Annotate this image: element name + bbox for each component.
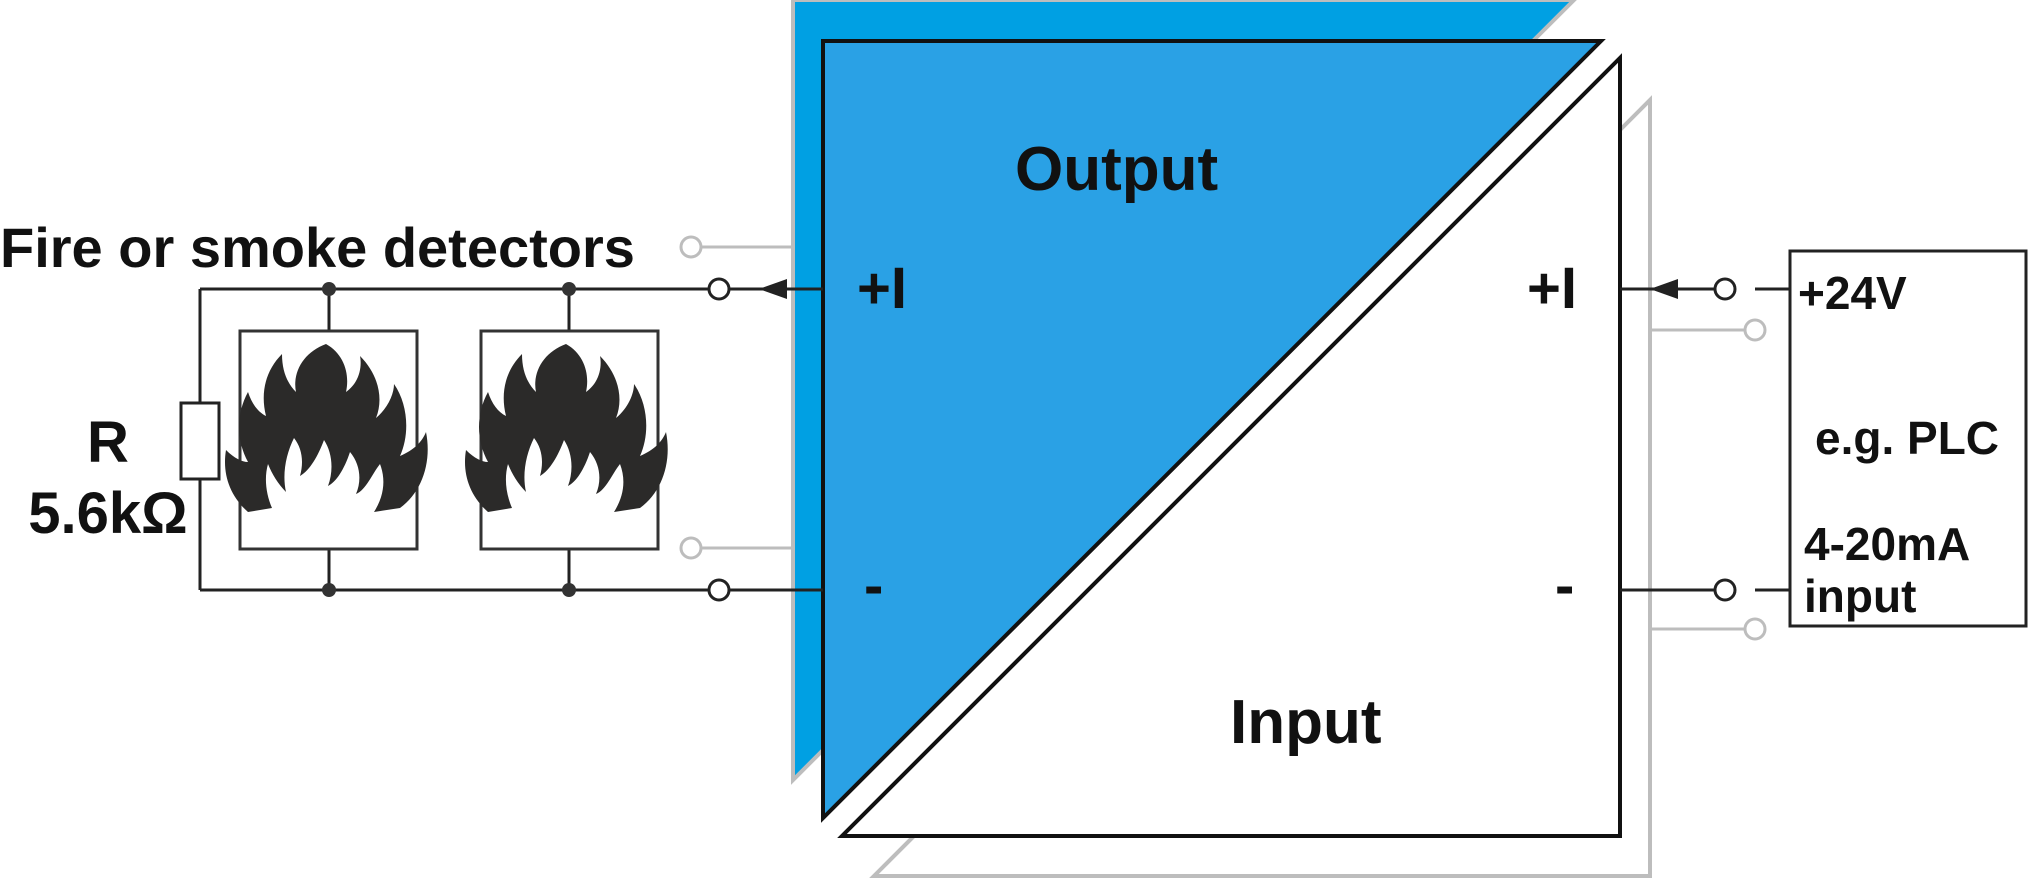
plc-box	[1788, 249, 2028, 628]
output-label: Output	[1015, 135, 1218, 204]
input-plus-label: +I	[1527, 256, 1577, 321]
input-plus-arrow	[1650, 279, 1678, 299]
input-module	[837, 53, 1622, 838]
supply-label: +24V	[1798, 267, 1907, 319]
resistor-value: 5.6kΩ	[28, 481, 187, 546]
resistor	[179, 401, 221, 481]
input-minus-terminal[interactable]	[1713, 578, 1737, 602]
input-plus-terminal[interactable]	[1713, 277, 1737, 301]
ghost-terminals-right	[1650, 318, 1767, 641]
output-module	[821, 39, 1606, 823]
output-plus-terminal[interactable]	[707, 277, 731, 301]
plc-label: e.g. PLC	[1815, 412, 1999, 464]
junction-dots	[322, 282, 576, 597]
input-label: Input	[1230, 688, 1382, 757]
output-plus-arrow	[759, 279, 787, 299]
output-wiring	[198, 287, 823, 592]
plc-input-label-1: 4-20mA	[1804, 518, 1970, 570]
output-plus-label: +I	[857, 256, 907, 321]
output-minus-label: -	[864, 553, 883, 618]
resistor-name: R	[87, 410, 129, 475]
detectors-label: Fire or smoke detectors	[0, 216, 635, 279]
output-minus-terminal[interactable]	[707, 578, 731, 602]
plc-input-label-2: input	[1804, 570, 1916, 622]
ghost-terminals-left	[679, 235, 793, 560]
input-minus-label: -	[1555, 553, 1574, 618]
